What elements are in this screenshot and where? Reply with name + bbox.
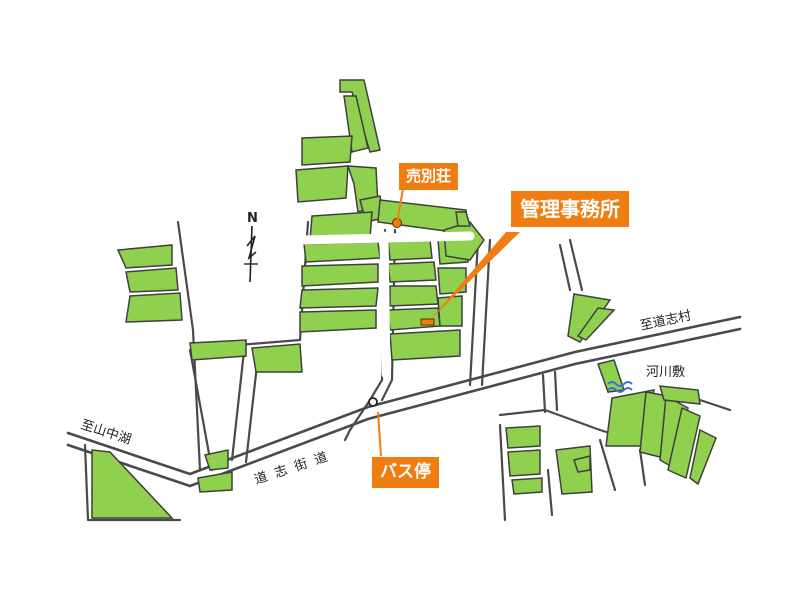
north-arrow-icon: N	[244, 211, 258, 283]
main-highway-road	[66, 315, 742, 476]
land-parcels	[91, 79, 717, 519]
to-doshi-label: 至道志村	[639, 308, 693, 333]
bus-stop-callout: バス停	[372, 457, 439, 488]
office-pointer	[430, 232, 520, 320]
river-symbol	[607, 381, 633, 393]
villa-pointer	[396, 188, 404, 224]
highway-label: 道志街道	[253, 448, 338, 488]
river-bank-label: 河川敷	[646, 365, 685, 380]
road-network	[66, 220, 742, 522]
office-marker-icon	[420, 318, 435, 326]
north-label: N	[247, 211, 258, 226]
to-yamanakako-label: 至山中湖	[79, 418, 133, 448]
villa-callout: 売別荘	[399, 163, 459, 190]
bus-pointer	[377, 411, 382, 457]
office-callout: 管理事務所	[511, 191, 629, 227]
internal-roads	[299, 231, 475, 379]
bus-stop-marker-icon	[368, 397, 378, 407]
